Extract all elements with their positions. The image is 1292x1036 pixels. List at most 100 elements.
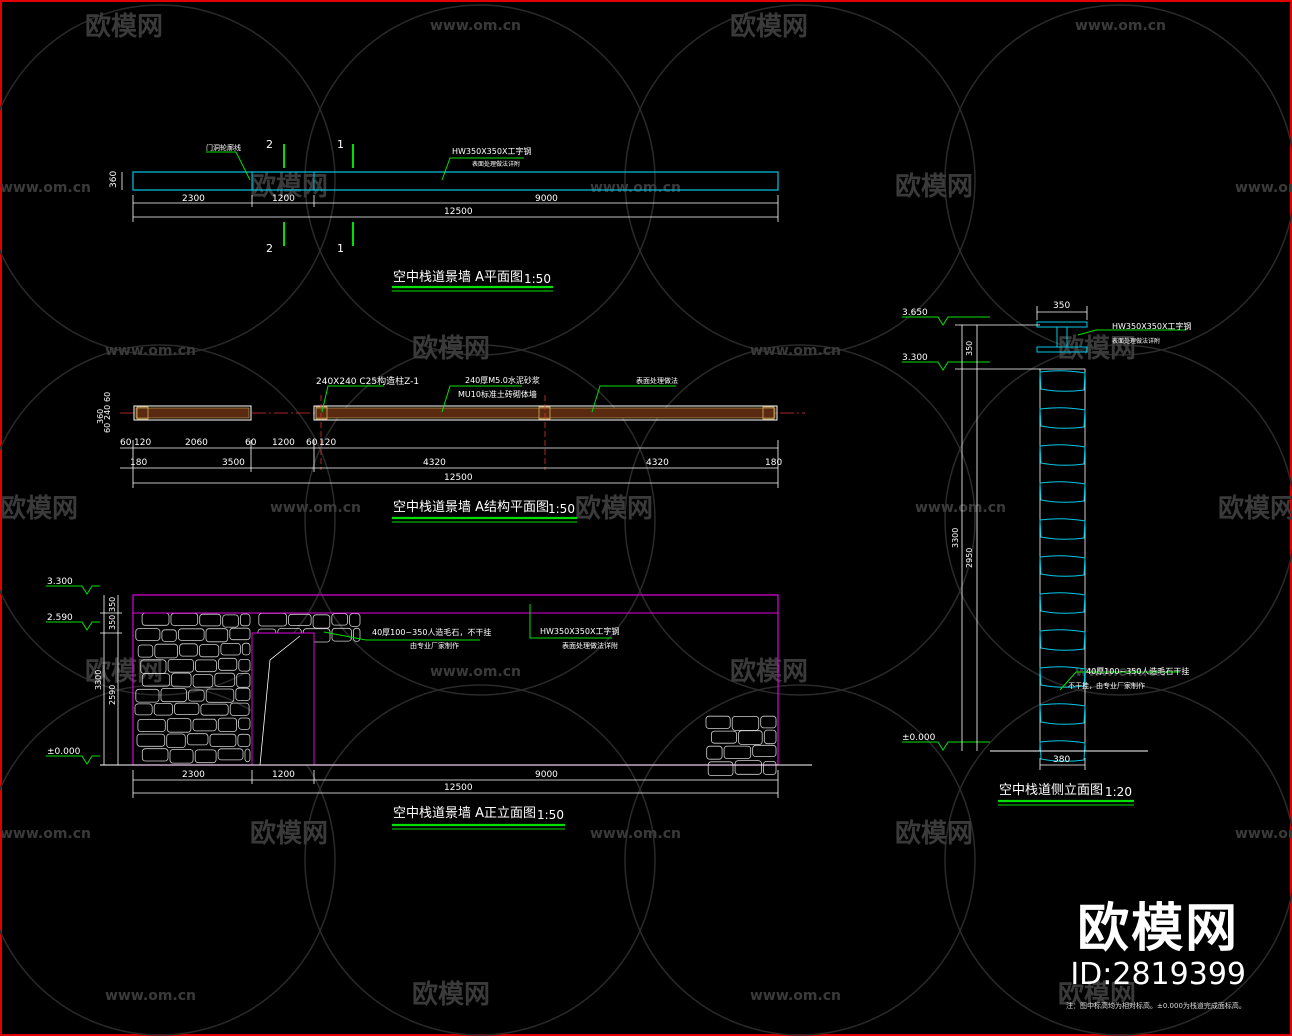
- struct-dim-60b: 60: [245, 438, 257, 448]
- stone-block: [734, 760, 762, 775]
- side-stone-course: [1039, 666, 1086, 688]
- stone-block: [171, 672, 192, 688]
- watermark-logo: 欧模网: [1218, 493, 1292, 524]
- stone-block: [174, 702, 200, 715]
- stone-block: [136, 733, 166, 747]
- stone-block: [217, 748, 244, 761]
- stone-block: [738, 730, 763, 745]
- watermark-url: www.om.cn: [430, 18, 521, 34]
- stone-block: [723, 745, 752, 759]
- struct-dim-180b: 180: [765, 458, 782, 468]
- struct-dim-180a: 180: [130, 458, 147, 468]
- struct-dim-60: 60: [120, 438, 132, 448]
- plan-view: 2 1 2 1 门洞轮廓线 HW350X350X工字钢 表面处理做法详附 360…: [109, 138, 779, 292]
- side-stone-course: [1039, 703, 1086, 725]
- watermark-url: www.om.cn: [430, 664, 521, 680]
- stone-block: [200, 703, 229, 716]
- side-stone-course: [1039, 370, 1086, 392]
- watermark-logo: 欧模网: [412, 979, 490, 1010]
- struct-leader-mortar: 240厚M5.0水泥砂浆: [465, 375, 540, 385]
- side-level-0: ±0.000: [902, 733, 936, 743]
- watermark-url: www.om.cn: [270, 500, 361, 516]
- struct-dim-2060: 2060: [185, 438, 208, 448]
- elev-leader-stone: 40厚100~350人造毛石，不干挂: [372, 627, 491, 637]
- stone-block: [135, 628, 161, 641]
- side-stone-course: [1039, 444, 1086, 466]
- stone-block: [141, 673, 171, 687]
- elev-level-2590: 2.590: [47, 613, 73, 623]
- watermark-logo: 欧模网: [250, 171, 328, 202]
- stone-block: [135, 688, 160, 703]
- stone-block: [711, 730, 738, 744]
- stone-block: [137, 644, 154, 658]
- stone-block: [760, 715, 777, 729]
- elev-side-2590: 2590: [108, 685, 117, 705]
- watermark-url: www.om.cn: [0, 180, 91, 196]
- stone-block: [177, 628, 205, 641]
- watermark-logo: 欧模网: [85, 656, 163, 687]
- stone-block: [235, 687, 251, 701]
- stone-block: [141, 748, 169, 762]
- watermark-logo: 欧模网: [895, 818, 973, 849]
- struct-dim-60c: 60: [306, 438, 318, 448]
- struct-dim-3500: 3500: [222, 458, 245, 468]
- section-mark-2-top: 2: [266, 138, 273, 151]
- plan-depth-dim: 360: [109, 171, 119, 188]
- side-stone-course: [1039, 592, 1086, 614]
- stone-block: [141, 612, 170, 626]
- stone-block: [236, 673, 251, 688]
- elev-side-350a: 350: [108, 597, 117, 612]
- watermark-url: www.om.cn: [1235, 826, 1292, 842]
- stone-block: [229, 627, 251, 641]
- watermark-url: www.om.cn: [750, 988, 841, 1004]
- structural-plan-view: 240X240 C25构造柱Z-1 240厚M5.0水泥砂浆 MU10标准土砖砌…: [96, 375, 805, 523]
- watermark-url: www.om.cn: [1075, 18, 1166, 34]
- struct-dim-120b: 120: [319, 438, 336, 448]
- side-stone-course: [1039, 481, 1086, 503]
- section-mark-1-top: 1: [337, 138, 344, 151]
- plan-leader-surface: 表面处理做法详附: [472, 160, 520, 168]
- stone-block: [186, 733, 209, 746]
- stone-block: [238, 659, 251, 672]
- watermark-logo: 欧模网: [250, 818, 328, 849]
- plan-dim-2300: 2300: [182, 194, 205, 204]
- stone-block: [312, 614, 331, 629]
- stone-block: [154, 643, 179, 659]
- stone-block: [239, 613, 251, 627]
- struct-dim-1200: 1200: [272, 438, 295, 448]
- elev-dim-2300: 2300: [182, 770, 205, 780]
- plan-dim-1200: 1200: [272, 194, 295, 204]
- watermark-logo: 欧模网: [1058, 333, 1136, 364]
- stone-block: [237, 733, 251, 747]
- watermark-logo: 欧模网: [575, 493, 653, 524]
- stone-block: [137, 719, 166, 733]
- struct-scale: 1:50: [548, 502, 575, 516]
- stone-block: [169, 749, 194, 764]
- elevation-view: 40厚100~350人造毛石，不干挂 由专业厂家制作 HW350X350X工字钢…: [46, 577, 812, 830]
- watermark-logo: 欧模网: [85, 11, 163, 42]
- stone-block: [214, 672, 236, 687]
- side-level-3650: 3.650: [902, 308, 928, 318]
- brand-id: ID:2819399: [1070, 957, 1246, 992]
- stone-block: [707, 761, 734, 776]
- stone-block: [205, 688, 235, 703]
- section-mark-2-bottom: 2: [266, 242, 273, 255]
- stone-block: [166, 718, 192, 733]
- plan-dim-9000: 9000: [535, 194, 558, 204]
- plan-leader-steel: HW350X350X工字钢: [452, 146, 531, 156]
- watermark-url: www.om.cn: [915, 500, 1006, 516]
- stone-block: [222, 614, 239, 628]
- stone-block: [167, 659, 194, 673]
- plan-scale: 1:50: [524, 272, 551, 286]
- stone-block: [331, 627, 352, 642]
- stone-block: [217, 717, 238, 732]
- stone-block: [179, 643, 198, 657]
- side-dim-350: 350: [965, 341, 974, 356]
- stone-block: [218, 657, 238, 671]
- watermark-logo: 欧模网: [1058, 979, 1136, 1010]
- stone-block: [199, 613, 222, 627]
- stone-block: [192, 674, 214, 688]
- plan-leader-door: 门洞轮廓线: [206, 143, 241, 152]
- elev-dim-9000: 9000: [535, 770, 558, 780]
- side-dim-2950: 2950: [965, 548, 974, 568]
